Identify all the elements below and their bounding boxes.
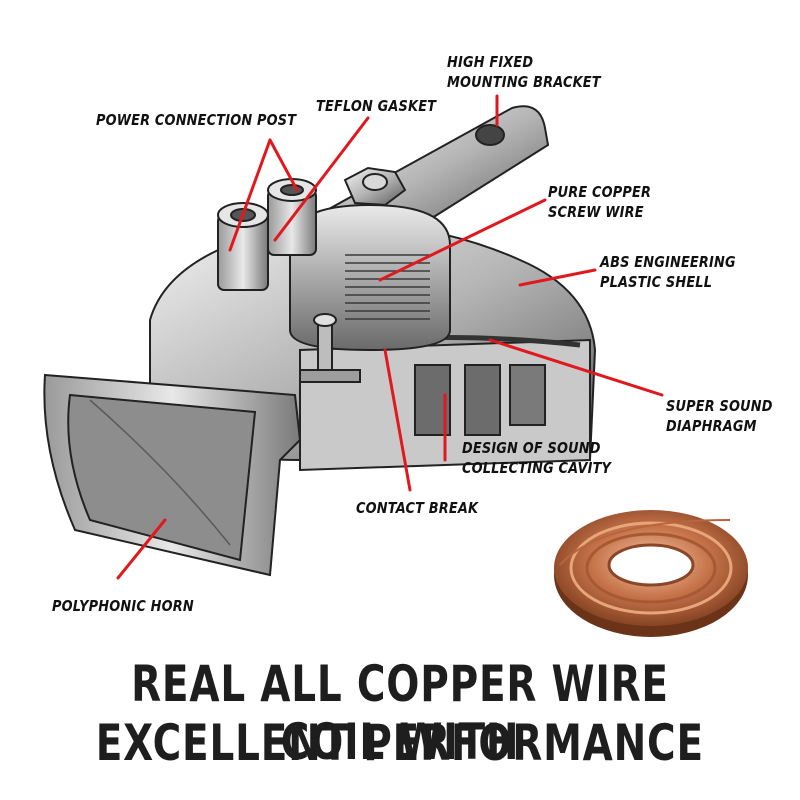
leader-power-2: [268, 138, 299, 192]
leader-teflon: [273, 116, 370, 242]
copper-wire-coil: [554, 510, 748, 637]
bracket-hole: [475, 124, 505, 146]
label-abs-plastic-shell: ABS ENGINEERING PLASTIC SHELL: [600, 253, 736, 291]
contact-screw: [299, 313, 361, 383]
label-polyphonic-horn: POLYPHONIC HORN: [52, 597, 194, 615]
headline-line-2: EXCELLENT PERFORMANCE: [95, 714, 705, 772]
label-super-sound-diaphragm: SUPER SOUND DIAPHRAGM: [666, 397, 773, 435]
leader-lines: [116, 94, 664, 580]
cavity-slot-2: [464, 364, 501, 436]
headline-line-1: REAL ALL COPPER WIRE COIL WITH: [131, 655, 669, 771]
leader-horn: [116, 518, 167, 580]
label-power-connection-post: POWER CONNECTION POST: [96, 111, 297, 129]
label-contact-break: CONTACT BREAK: [356, 499, 479, 517]
label-teflon-gasket: TEFLON GASKET: [316, 97, 437, 115]
label-sound-collecting-cavity: DESIGN OF SOUND COLLECTING CAVITY: [462, 439, 612, 477]
leader-power-1: [228, 138, 272, 252]
label-mounting-bracket: HIGH FIXED MOUNTING BRACKET: [447, 53, 601, 91]
cavity-slot-3: [509, 364, 546, 426]
leader-contact: [383, 348, 412, 492]
label-pure-copper-screw-wire: PURE COPPER SCREW WIRE: [548, 183, 652, 221]
leader-diaphragm: [488, 338, 664, 397]
horn-body: [43, 105, 597, 577]
leader-copper: [378, 198, 547, 282]
leader-shell: [518, 268, 597, 287]
